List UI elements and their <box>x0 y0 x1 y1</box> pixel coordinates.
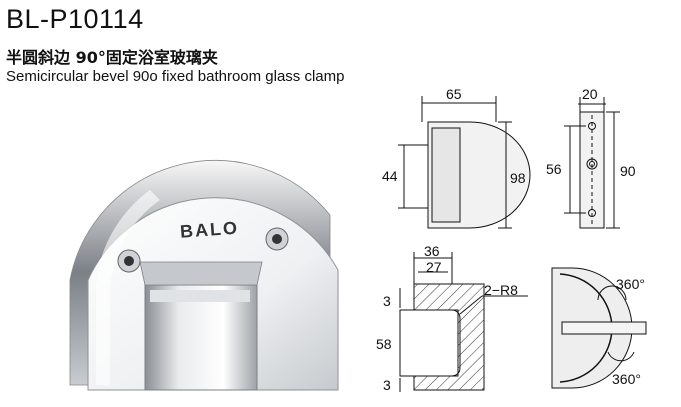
rotation-view-drawing <box>551 267 647 389</box>
side-view-drawing <box>564 97 620 229</box>
dim-gap-bottom: 3 <box>383 377 391 393</box>
screw-right <box>265 227 289 251</box>
dim-front-height: 98 <box>510 170 526 186</box>
dim-front-width: 65 <box>446 86 462 102</box>
brand-logo: BALO <box>179 218 239 242</box>
product-title-chinese: 半圆斜边 90°固定浴室玻璃夹 <box>6 48 218 67</box>
dim-glass-thickness: 58 <box>376 336 392 352</box>
screw-left <box>117 249 141 273</box>
dim-section-outer: 36 <box>424 243 440 259</box>
dim-hole-spacing: 56 <box>546 161 562 177</box>
hinge-block <box>144 284 258 391</box>
dim-front-inner-height: 44 <box>382 168 398 184</box>
rotation-label-top: 360° <box>616 276 645 292</box>
dim-radius: 2−R8 <box>484 282 518 298</box>
dim-side-height: 90 <box>620 163 636 179</box>
rotation-label-bottom: 360° <box>612 371 641 387</box>
dim-side-width: 20 <box>582 86 598 102</box>
front-view-drawing <box>398 96 531 229</box>
model-number: BL-P10114 <box>6 4 144 34</box>
dim-gap-top: 3 <box>383 293 391 309</box>
dim-section-inner: 27 <box>426 259 442 275</box>
product-title-english: Semicircular bevel 90o fixed bathroom gl… <box>6 68 345 85</box>
section-view-drawing <box>399 252 528 392</box>
